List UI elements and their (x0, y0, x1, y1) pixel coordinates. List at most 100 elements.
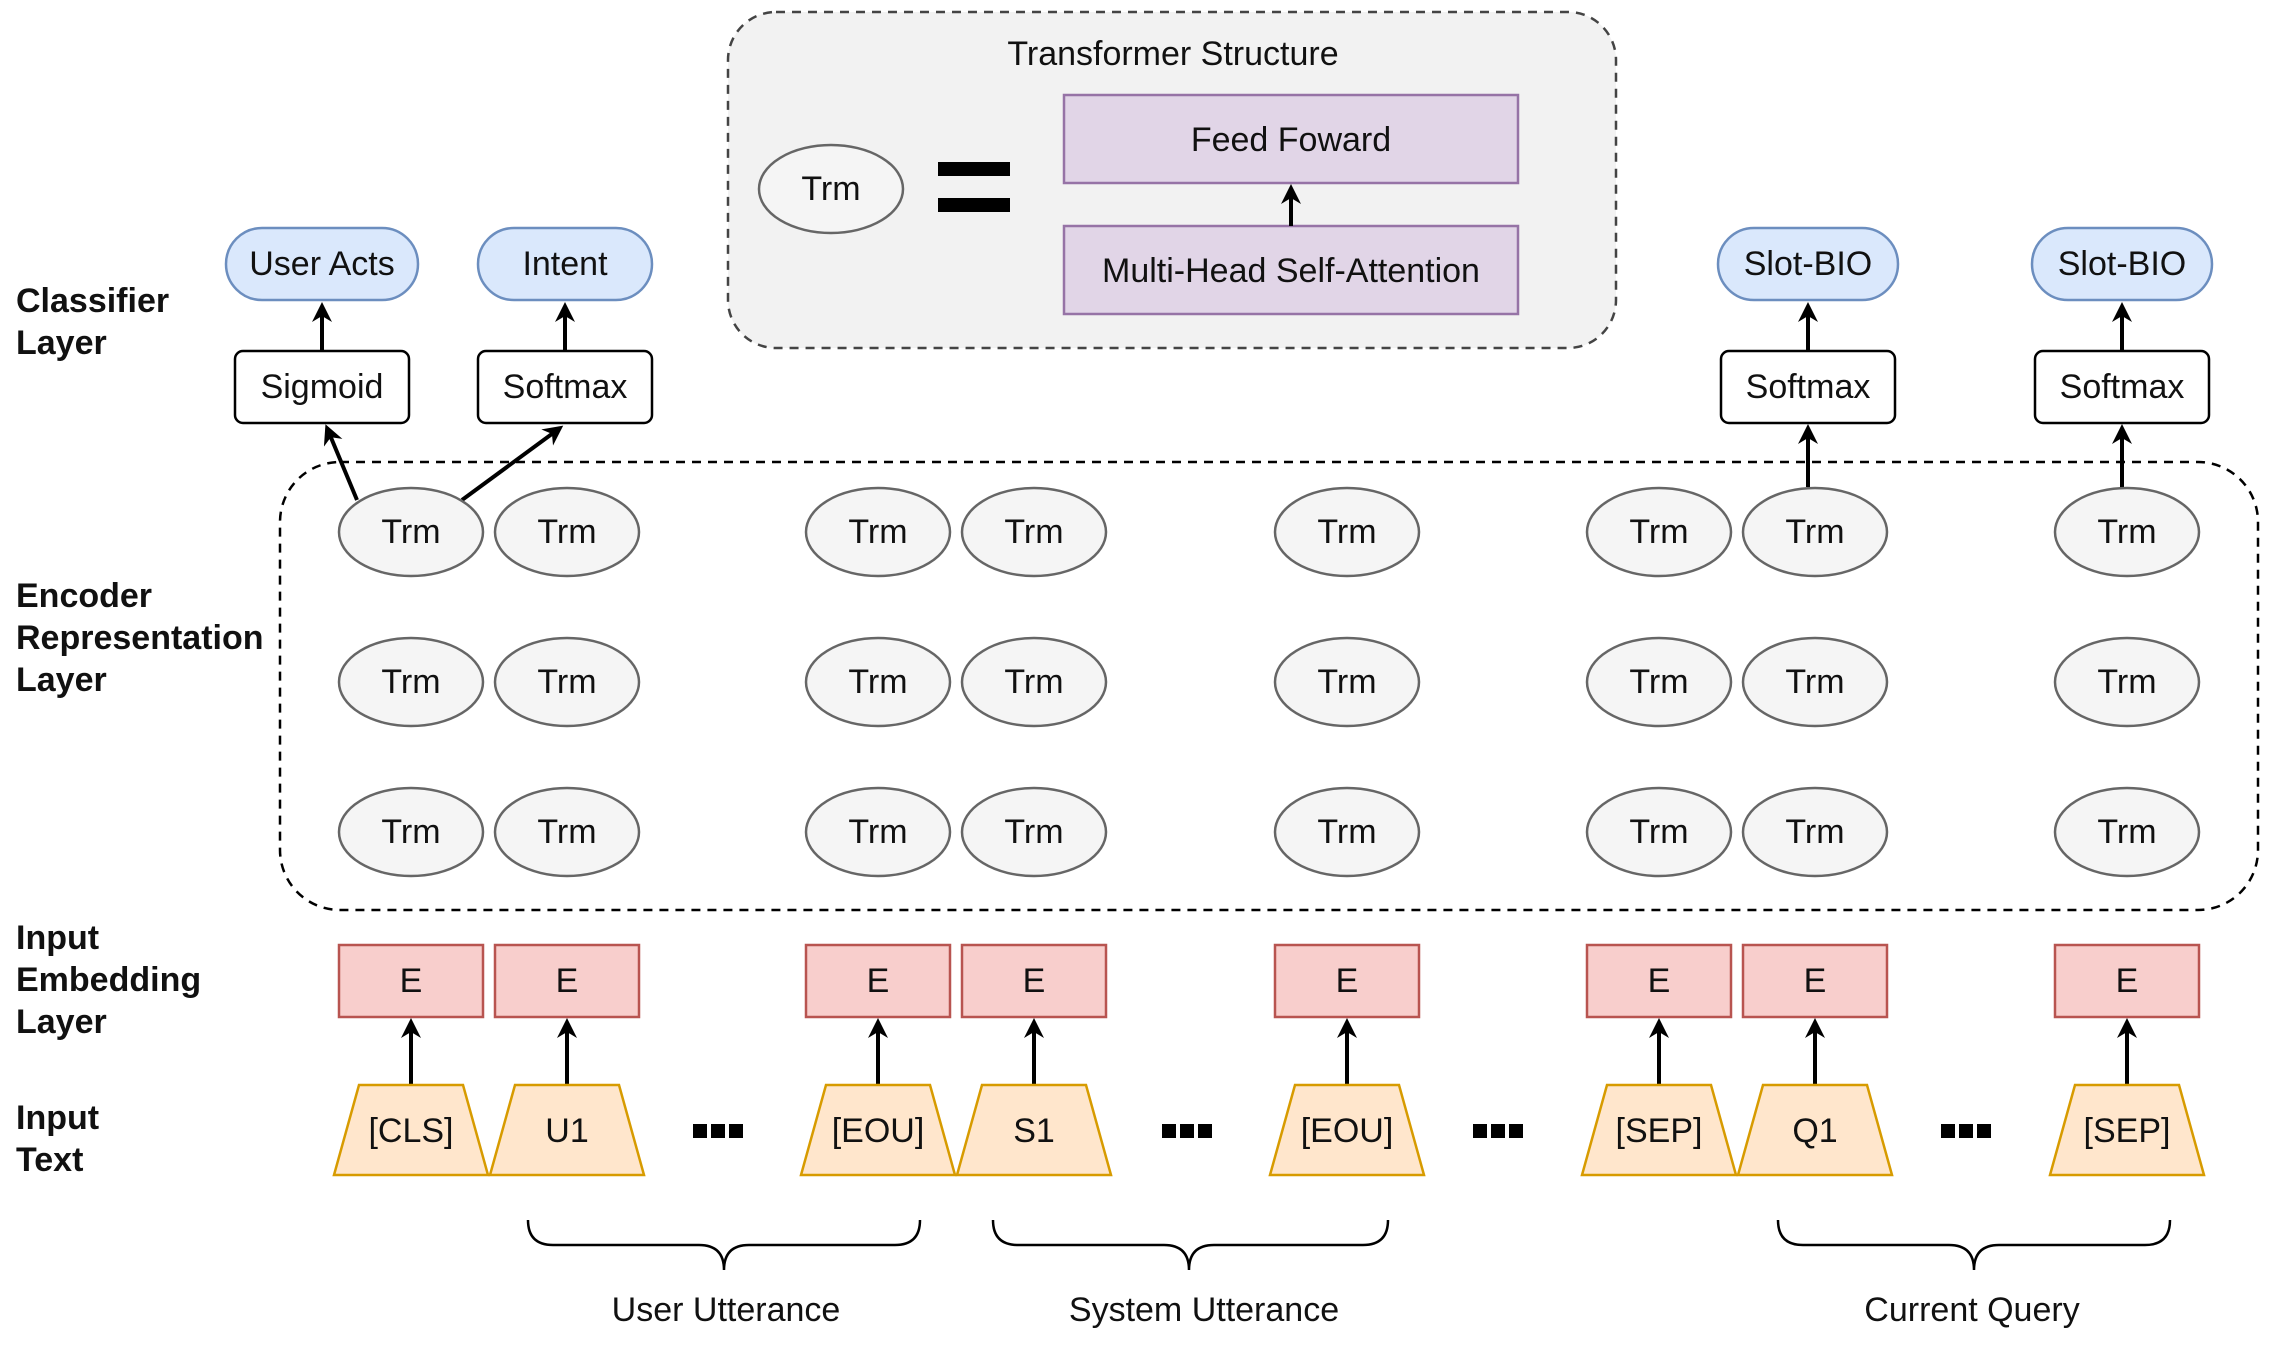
feed-forward-block (1062, 93, 1520, 185)
embedding-node: E (804, 943, 952, 1085)
ellipsis-dots (693, 1124, 743, 1138)
trm-node-shape (804, 486, 952, 578)
trm-node: Trm (337, 486, 485, 578)
token-shape (1268, 1083, 1426, 1177)
ellipsis-dot (1509, 1124, 1523, 1138)
embedding-box (804, 943, 952, 1019)
trm-node-shape (1741, 786, 1889, 878)
embedding-label: E (2116, 962, 2139, 1000)
trm-node-shape (1585, 486, 1733, 578)
trm-node-shape (337, 786, 485, 878)
token-label: U1 (545, 1112, 588, 1150)
trm-node-label: Trm (1785, 813, 1844, 851)
trm-node-label: Trm (2097, 663, 2156, 701)
equals-sign-top (938, 162, 1010, 176)
trm-node-shape (960, 636, 1108, 728)
trm-node: Trm (1273, 486, 1421, 578)
trm-legend-node (757, 143, 905, 235)
embedding-layer-label-line1: Input (16, 919, 99, 957)
input-layer-label-line2: Text (16, 1141, 83, 1179)
trm-node-label: Trm (1785, 513, 1844, 551)
system-utterance-brace (991, 1219, 1390, 1271)
embedding-node: E (960, 943, 1108, 1085)
attention-label: Multi-Head Self-Attention (1102, 252, 1480, 290)
trm-node-shape (1273, 636, 1421, 728)
attention-block (1062, 224, 1520, 316)
ellipsis-dot (1180, 1124, 1194, 1138)
token-label: [EOU] (1301, 1112, 1394, 1150)
trm-legend-label: Trm (801, 170, 860, 208)
classifier-layer-label-line2: Layer (16, 324, 107, 362)
input-token: [EOU] (799, 1083, 957, 1177)
trm-node-shape (493, 486, 641, 578)
trm-node: Trm (804, 786, 952, 878)
sigmoid-box: Sigmoid (233, 349, 411, 425)
encoder-layer-label-line1: Encoder (16, 577, 152, 615)
embedding-node: E (1741, 943, 1889, 1085)
trm-node: Trm (493, 786, 641, 878)
ellipsis-dot (1977, 1124, 1991, 1138)
embedding-box (1741, 943, 1889, 1019)
embedding-box (493, 943, 641, 1019)
user-utterance-group: User Utterance (526, 1219, 922, 1329)
trm-node: Trm (493, 636, 641, 728)
trm-node-label: Trm (381, 513, 440, 551)
ellipsis-dots (1473, 1124, 1523, 1138)
embedding-label: E (1023, 962, 1046, 1000)
trm-node-label: Trm (1004, 813, 1063, 851)
trm-node: Trm (337, 786, 485, 878)
token-shape (799, 1083, 957, 1177)
trm-node-shape (1585, 786, 1733, 878)
softmax-slot-box-1: Softmax (1719, 349, 1897, 425)
token-label: Q1 (1792, 1112, 1837, 1150)
trm-node-shape (493, 786, 641, 878)
ellipsis-dot (1473, 1124, 1487, 1138)
equals-sign-bottom (938, 198, 1010, 212)
embedding-label: E (1336, 962, 1359, 1000)
feed-forward-label: Feed Foward (1191, 121, 1391, 159)
trm-node: Trm (1741, 486, 1889, 578)
trm-node-label: Trm (1317, 513, 1376, 551)
intent-label: Intent (522, 245, 608, 283)
softmax-intent-box: Softmax (476, 349, 654, 425)
trm-node: Trm (1585, 636, 1733, 728)
trm-node-shape (493, 636, 641, 728)
ellipsis-dot (1959, 1124, 1973, 1138)
ellipsis-dot (711, 1124, 725, 1138)
trm-node-label: Trm (2097, 513, 2156, 551)
intent-output: Intent (476, 226, 654, 302)
embedding-layer-label-line2: Embedding (16, 961, 201, 999)
trm-node: Trm (337, 636, 485, 728)
trm-node: Trm (960, 486, 1108, 578)
token-shape (1580, 1083, 1738, 1177)
trm-node-shape (804, 786, 952, 878)
embedding-node: E (337, 943, 485, 1085)
current-query-label: Current Query (1864, 1291, 2079, 1329)
token-label: [SEP] (1616, 1112, 1703, 1150)
softmax-intent-label: Softmax (503, 368, 628, 406)
input-token: Q1 (1736, 1083, 1894, 1177)
slot-bio-output-2: Slot-BIO (2030, 226, 2214, 302)
trm-node-shape (2053, 486, 2201, 578)
trm-node: Trm (960, 786, 1108, 878)
trm-node-label: Trm (848, 663, 907, 701)
encoder-layer-label-line2: Representation (16, 619, 264, 657)
token-shape (2048, 1083, 2206, 1177)
trm-node-shape (1741, 486, 1889, 578)
input-layer-label-line1: Input (16, 1099, 99, 1137)
trm-node: Trm (493, 486, 641, 578)
encoder-layer-label-line3: Layer (16, 661, 107, 699)
embedding-label: E (556, 962, 579, 1000)
trm-node-label: Trm (1317, 813, 1376, 851)
cls-trm-to-softmax-arrow (460, 425, 564, 502)
ellipsis-dot (729, 1124, 743, 1138)
token-shape (332, 1083, 490, 1177)
slot-bio-label-2: Slot-BIO (2058, 245, 2186, 283)
trm-node-label: Trm (2097, 813, 2156, 851)
token-shape (955, 1083, 1113, 1177)
trm-node: Trm (804, 486, 952, 578)
embedding-label: E (1804, 962, 1827, 1000)
ellipsis-dots (1162, 1124, 1212, 1138)
